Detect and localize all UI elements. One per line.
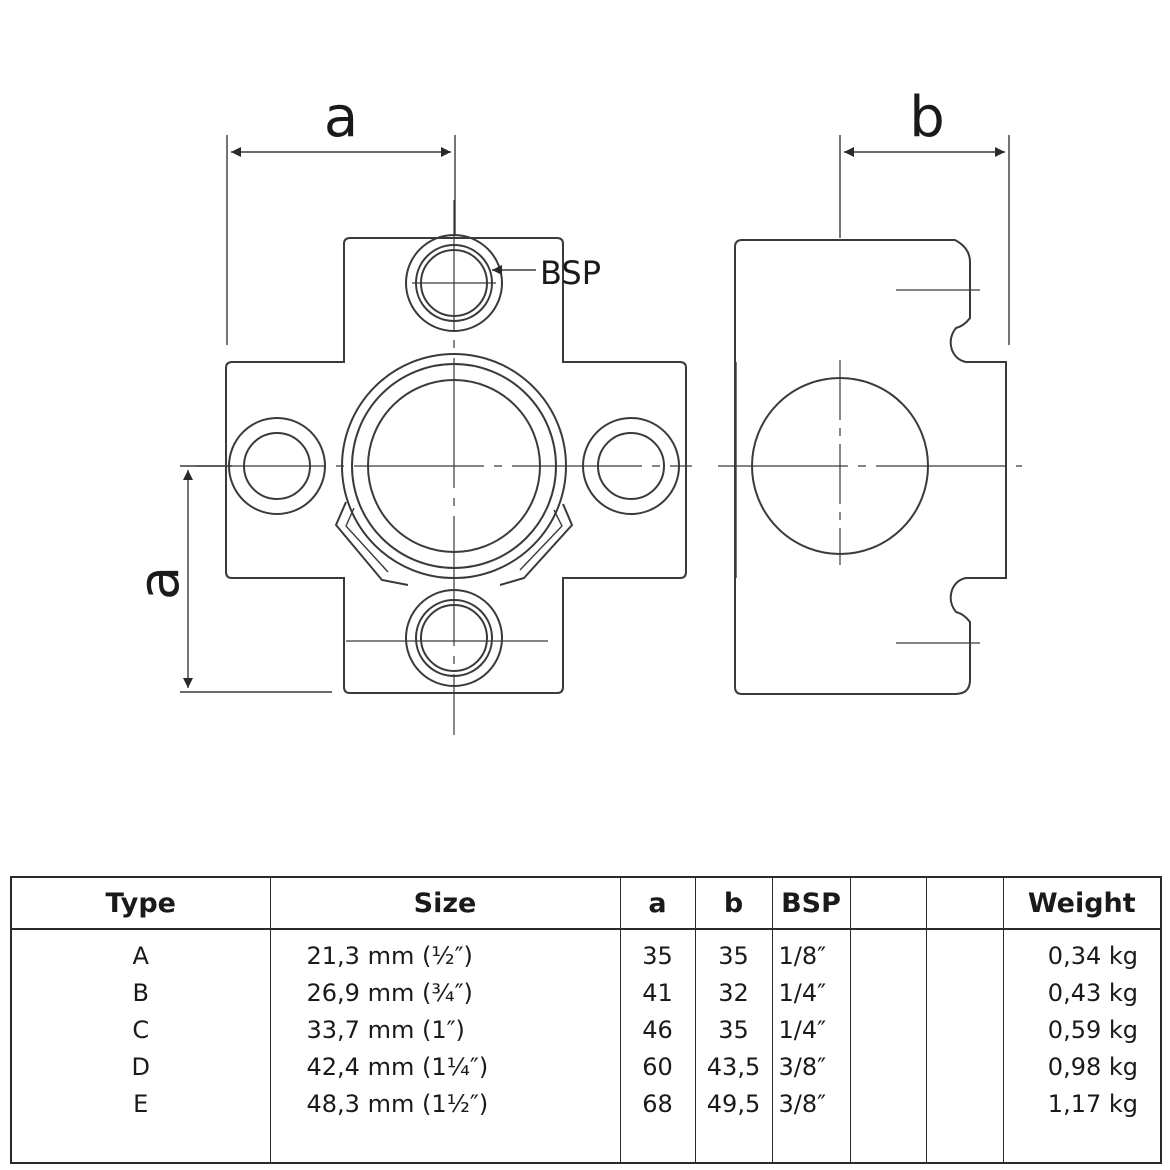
- cell-type: B: [132, 979, 149, 1007]
- column-empty-2: [926, 929, 1004, 1163]
- header-empty-2: [926, 877, 1004, 930]
- cell-a: 60: [642, 1053, 673, 1081]
- dimension-b: b: [839, 85, 1010, 345]
- fitting-body-outline: [225, 237, 687, 694]
- header-weight: Weight: [1003, 877, 1161, 930]
- cell-weight: 0,43 kg: [1047, 979, 1138, 1007]
- cell-b: 43,5: [706, 1053, 761, 1081]
- table-header-row: Type Size a b BSP Weight: [11, 877, 1161, 930]
- cell-b: 35: [718, 942, 749, 970]
- cell-a: 41: [642, 979, 673, 1007]
- cell-type: E: [133, 1090, 149, 1118]
- dimension-label-a-left: a: [127, 566, 192, 600]
- column-empty-1: [850, 929, 927, 1163]
- column-a: 35 41 46 60 68: [620, 929, 696, 1163]
- cell-a: 35: [642, 942, 673, 970]
- dimension-label-a-top: a: [324, 85, 358, 150]
- cell-size: 42,4 mm (1¼″): [306, 1053, 489, 1081]
- cell-type: C: [132, 1016, 150, 1044]
- cell-size: 21,3 mm (½″): [306, 942, 473, 970]
- dimension-a-vertical: a: [127, 465, 332, 693]
- cell-bsp: 1/8″: [778, 942, 827, 970]
- cell-a: 68: [642, 1090, 673, 1118]
- cell-weight: 0,59 kg: [1047, 1016, 1138, 1044]
- table-body: A B C D E 21,3 mm (½″) 26,9 mm (¾″) 33,7…: [11, 929, 1161, 1163]
- cell-type: A: [132, 942, 149, 970]
- cell-size: 48,3 mm (1½″): [306, 1090, 489, 1118]
- column-type: A B C D E: [11, 929, 271, 1163]
- bsp-callout: BSP: [492, 254, 601, 292]
- header-b: b: [695, 877, 773, 930]
- cell-weight: 1,17 kg: [1047, 1090, 1138, 1118]
- dimension-label-b: b: [909, 85, 945, 150]
- column-weight: 0,34 kg 0,43 kg 0,59 kg 0,98 kg 1,17 kg: [1003, 929, 1161, 1163]
- cell-b: 49,5: [706, 1090, 761, 1118]
- bsp-label: BSP: [540, 254, 601, 292]
- cell-bsp: 1/4″: [778, 979, 827, 1007]
- cell-size: 26,9 mm (¾″): [306, 979, 473, 1007]
- dimension-a-horizontal: a: [226, 85, 456, 345]
- cell-bsp: 1/4″: [778, 1016, 827, 1044]
- cell-bsp: 3/8″: [778, 1090, 827, 1118]
- header-size: Size: [270, 877, 621, 930]
- cell-weight: 0,98 kg: [1047, 1053, 1138, 1081]
- side-centerlines: [718, 289, 1022, 644]
- front-view: a a: [127, 85, 692, 735]
- header-type: Type: [11, 877, 271, 930]
- cell-a: 46: [642, 1016, 673, 1044]
- cell-size: 33,7 mm (1″): [306, 1016, 465, 1044]
- spec-table: Type Size a b BSP Weight A B C D E 21,3 …: [10, 876, 1162, 1164]
- cell-type: D: [131, 1053, 150, 1081]
- header-empty-1: [850, 877, 927, 930]
- cell-weight: 0,34 kg: [1047, 942, 1138, 970]
- column-bsp: 1/8″ 1/4″ 1/4″ 3/8″ 3/8″: [772, 929, 851, 1163]
- column-size: 21,3 mm (½″) 26,9 mm (¾″) 33,7 mm (1″) 4…: [270, 929, 621, 1163]
- technical-drawing: a a: [127, 85, 1022, 735]
- hex-nut: [334, 501, 574, 586]
- front-centerlines: [196, 200, 692, 735]
- header-bsp: BSP: [772, 877, 851, 930]
- cell-b: 35: [718, 1016, 749, 1044]
- side-view: b: [718, 85, 1022, 695]
- side-body-outline: [734, 239, 1007, 695]
- cell-b: 32: [718, 979, 749, 1007]
- header-a: a: [620, 877, 696, 930]
- column-b: 35 32 35 43,5 49,5: [695, 929, 773, 1163]
- cell-bsp: 3/8″: [778, 1053, 827, 1081]
